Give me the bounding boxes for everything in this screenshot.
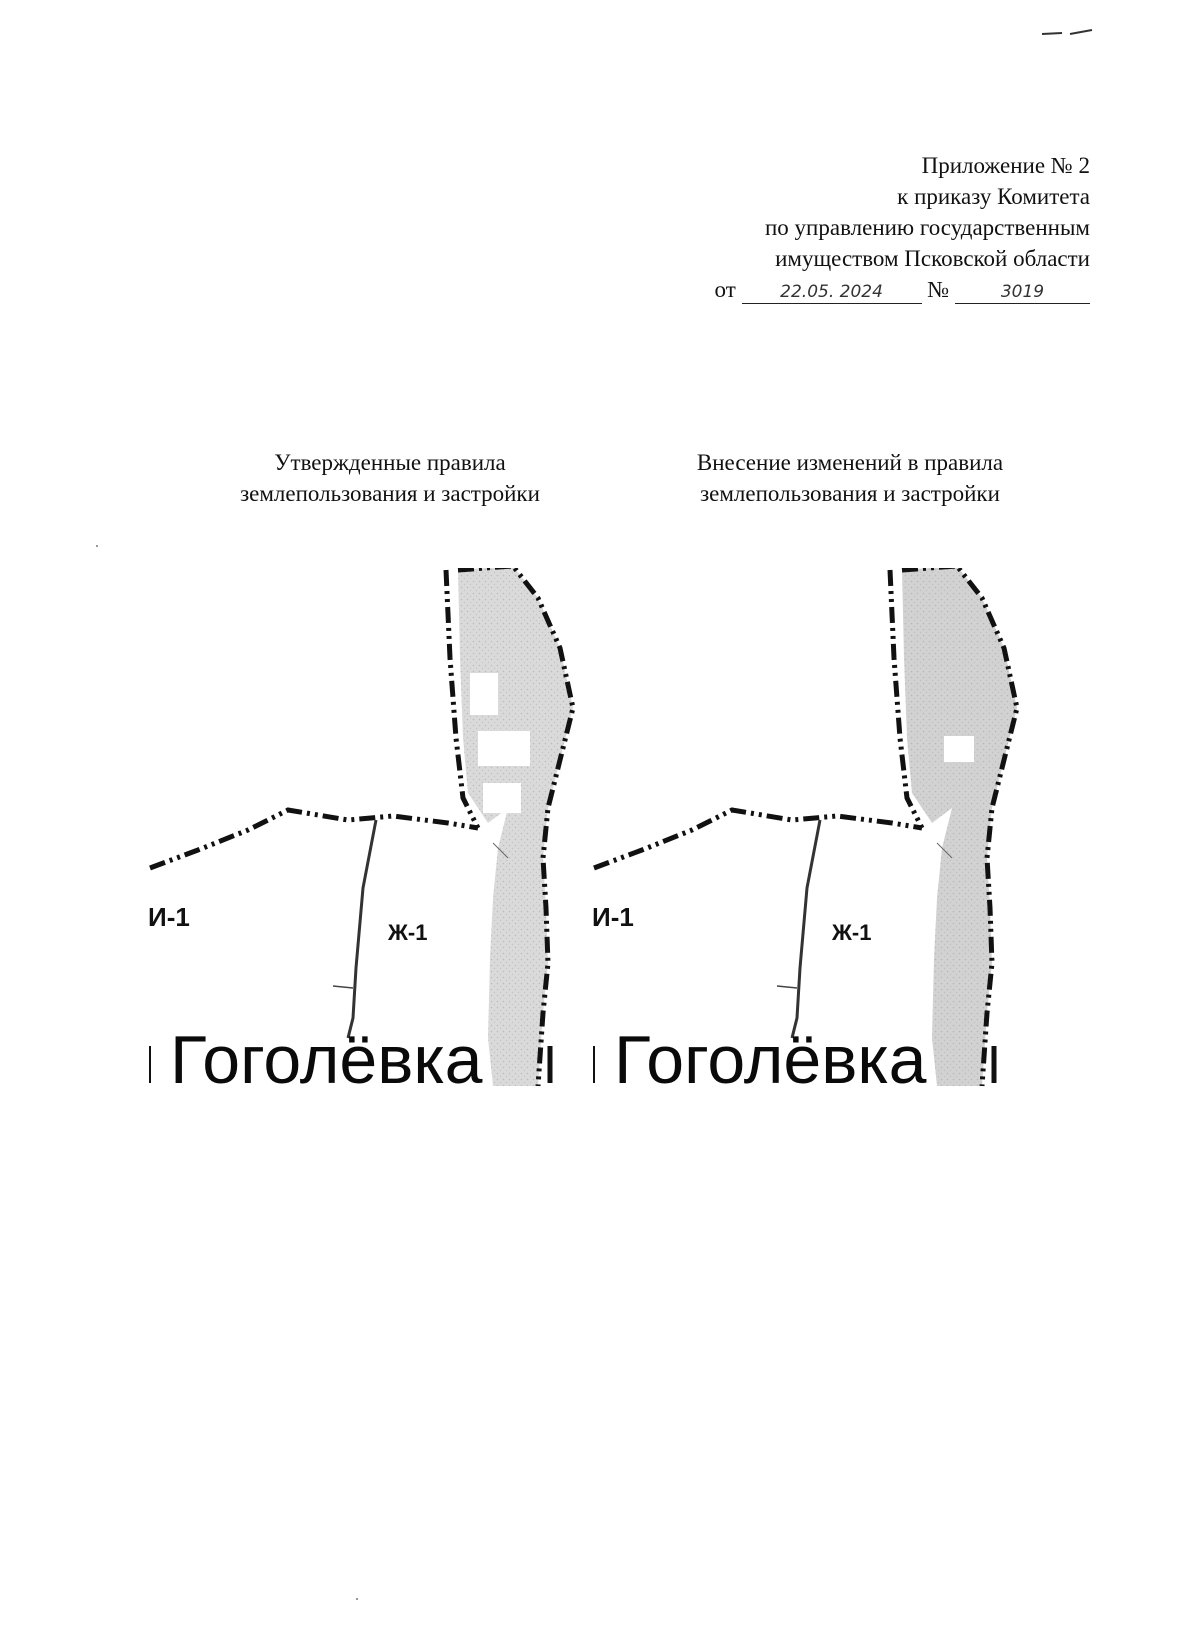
left-title-line1: Утвержденные правила [274,450,506,475]
zone-label-i1: И-1 [148,902,190,932]
scan-speck [356,1598,358,1600]
parcel-line [790,819,822,1039]
appendix-region: имуществом Псковской области [775,246,1090,271]
zone-edge [936,842,953,859]
settlement-name-label: Гоголёвка [614,1022,927,1098]
right-title-line1: Внесение изменений в правила [696,450,1004,475]
handwritten-number: 3019 [955,281,1090,304]
corner-scan-mark [1041,29,1093,35]
zone-edge [492,842,509,859]
left-map-svg: И-1 Ж-1 Гоголёвка [148,568,576,1098]
zone-label-zh1: Ж-1 [831,920,871,945]
settlement-boundary [593,807,923,871]
zone-boundary [901,568,1020,1087]
left-map-panel: И-1 Ж-1 Гоголёвка [148,568,608,1143]
left-title-line2: землепользования и застройки [240,481,540,506]
parcel-line [346,819,378,1039]
appendix-title: Приложение № 2 [921,153,1090,178]
handwritten-date: 22.05. 2024 [741,281,922,304]
zone-boundary [443,569,481,830]
building-plot [483,783,521,813]
right-map-panel: И-1 Ж-1 Гоголёвка [592,568,1052,1143]
settlement-name-label: Гоголёвка [170,1022,483,1098]
right-column-title: Внесение изменений в правила землепользо… [640,447,1060,509]
parcel-line [776,985,798,989]
appendix-header: Приложение № 2 к приказу Комитета по упр… [670,150,1090,305]
scan-speck [96,545,98,547]
settlement-boundary [149,807,479,871]
number-prefix: № [927,277,950,302]
appendix-order-ref: к приказу Комитета [897,184,1090,209]
zone-boundary [887,569,925,830]
zone-label-zh1: Ж-1 [387,920,427,945]
zone-boundary [457,568,576,1087]
building-plot [944,736,974,762]
building-plot [478,731,530,766]
left-column-title: Утвержденные правила землепользования и … [180,447,600,509]
zone-fill-area [902,568,1017,1086]
right-map-svg: И-1 Ж-1 Гоголёвка [592,568,1020,1098]
parcel-line [332,985,354,989]
appendix-committee: по управлению государственным [765,215,1090,240]
building-plot [470,673,498,715]
right-title-line2: землепользования и застройки [700,481,1000,506]
appendix-date-number-line: от 22.05. 2024 № 3019 [670,274,1090,305]
zone-label-i1: И-1 [592,902,634,932]
date-prefix: от [714,277,736,302]
